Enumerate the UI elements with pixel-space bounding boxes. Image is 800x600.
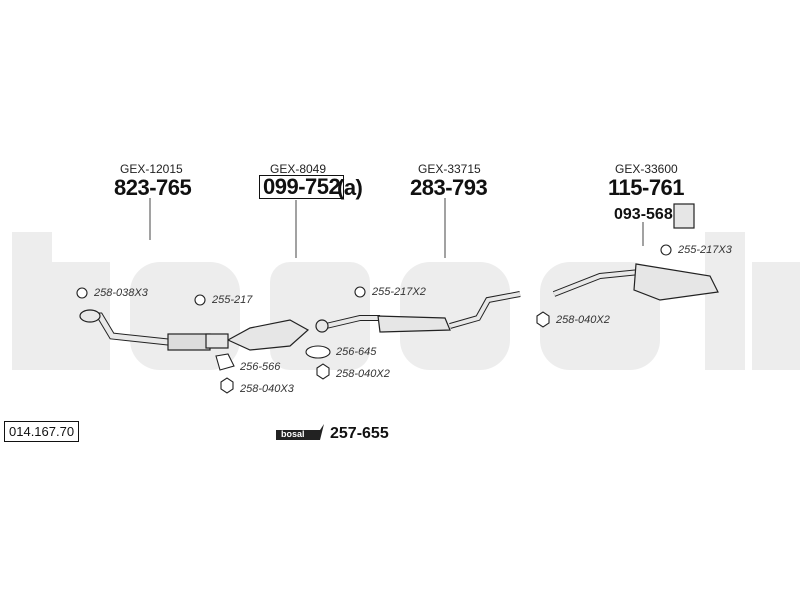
- hanger-part-number: 093-568: [614, 206, 673, 223]
- front-pipe: [79, 309, 211, 351]
- accessory-label: 255-217: [212, 294, 253, 306]
- accessory-label: 258-040X2: [556, 314, 610, 326]
- gex-code-4: GEX-33600: [615, 162, 678, 176]
- catalytic-converter: [205, 319, 310, 351]
- accessory-label: 256-566: [240, 361, 281, 373]
- accessory-label: 255-217X3: [678, 244, 732, 256]
- gex-code-1: GEX-12015: [120, 162, 183, 176]
- watermark-logo: [12, 232, 800, 370]
- leader-lines: [149, 198, 644, 258]
- part-number-3: 283-793: [410, 175, 488, 200]
- kit-logo-text: bosal: [281, 429, 305, 439]
- part-suffix-2: (a): [337, 175, 363, 200]
- gex-code-3: GEX-33715: [418, 162, 481, 176]
- accessory-label: 258-040X2: [336, 368, 390, 380]
- rear-muffler: [552, 263, 719, 301]
- accessory-label: 258-040X3: [240, 383, 294, 395]
- hanger-bracket: [673, 203, 695, 229]
- accessory-label: 255-217X2: [372, 286, 426, 298]
- part-number-4: 115-761: [608, 175, 685, 200]
- kit-logo-box: [276, 424, 324, 440]
- part-number-2: 099-752: [259, 175, 345, 199]
- accessory-label: 256-645: [336, 346, 377, 358]
- middle-pipe: [315, 291, 521, 333]
- gex-code-2: GEX-8049: [270, 162, 327, 176]
- reference-number: 014.167.70: [4, 421, 80, 442]
- part-number-1: 823-765: [114, 175, 192, 200]
- gasket-icons: [76, 244, 672, 394]
- kit-part-number: 257-655: [330, 425, 389, 442]
- accessory-label: 258-038X3: [94, 287, 148, 299]
